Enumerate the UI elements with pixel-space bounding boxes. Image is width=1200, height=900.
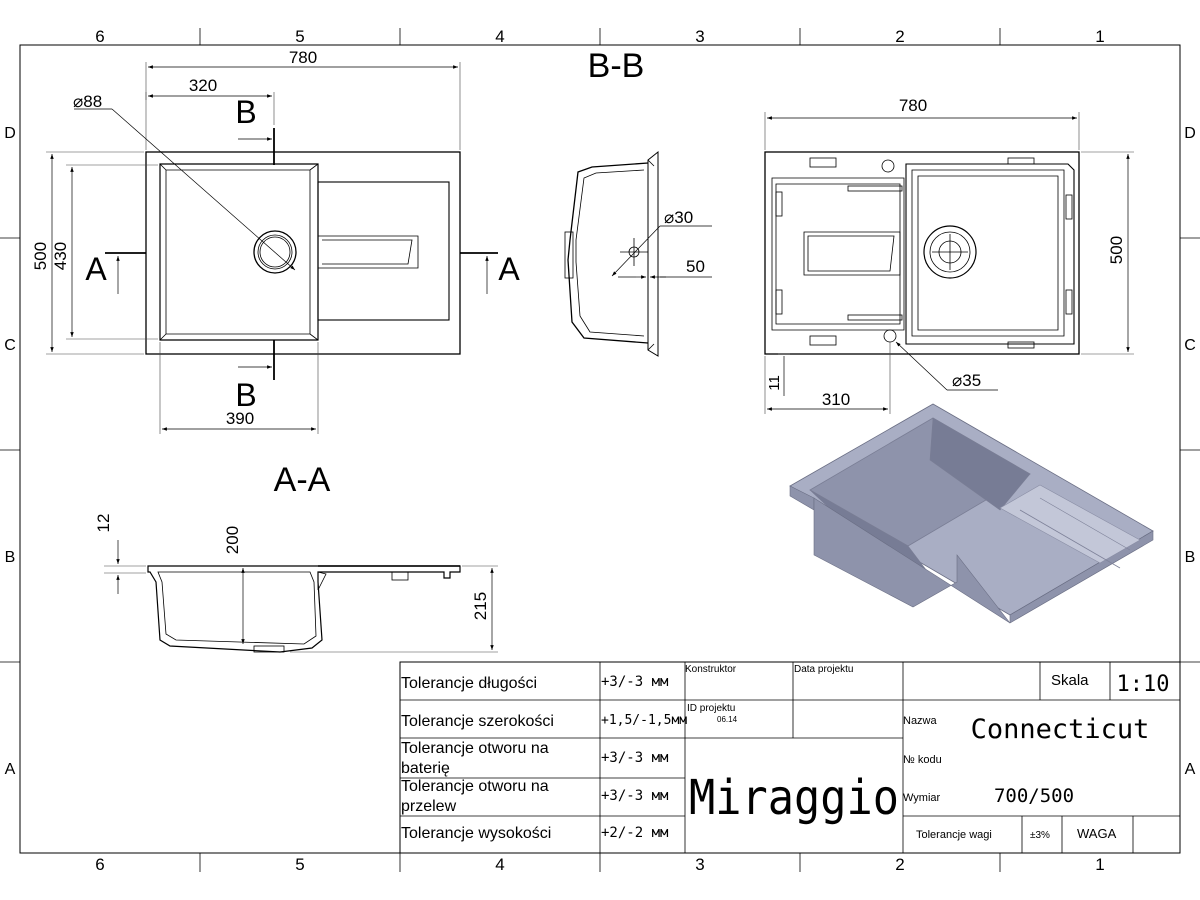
tolerance-value: +3/-3 мм [601, 750, 669, 766]
tolerance-label-cont: przelew [401, 798, 457, 815]
dim-top-width: 780 [289, 48, 317, 67]
section-label-aa: A-A [274, 461, 331, 499]
zone-col-label: 3 [695, 27, 704, 46]
tolerance-value: +3/-3 мм [601, 674, 669, 690]
zone-row-label: D [4, 125, 16, 142]
tolerance-label: Tolerancje otworu na [401, 778, 549, 795]
nazwa-label: Nazwa [903, 715, 938, 727]
zone-col-label: 6 [95, 855, 104, 874]
dim-bowl-height: 430 [51, 242, 70, 270]
tolerance-label: Tolerancje otworu na [401, 740, 549, 757]
dim-hole-dia: ⌀30 [664, 208, 693, 227]
zone-col-label: 3 [695, 855, 704, 874]
zone-row-label: C [4, 337, 16, 354]
bowl-profile [567, 162, 649, 344]
bowl-section-profile [147, 565, 461, 653]
zone-rows-left: D C B A [4, 125, 16, 778]
zone-columns-top: 6 5 4 3 2 1 [95, 27, 1104, 46]
tolerance-label: Tolerancje szerokości [401, 713, 554, 730]
dim-overflow-offset-y: 11 [766, 375, 783, 391]
zone-row-label: A [5, 761, 16, 778]
zone-col-label: 5 [295, 27, 304, 46]
drainer-area [317, 181, 450, 321]
section-bb: B-B ⌀30 50 [564, 47, 712, 357]
zone-col-label: 6 [95, 27, 104, 46]
dim-hole-offset: 50 [686, 257, 705, 276]
zone-columns-bottom: 6 5 4 3 2 1 [95, 855, 1104, 874]
brand-logo-text: Miraggio [689, 770, 899, 826]
zone-col-label: 4 [495, 27, 504, 46]
dim-rim: 12 [94, 514, 113, 533]
dim-total-height: 215 [471, 592, 490, 620]
id-projektu-label: ID projektu [687, 703, 735, 714]
zone-col-label: 1 [1095, 855, 1104, 874]
id-projektu-value: 06.14 [717, 715, 738, 724]
dim-drain-dia: ⌀88 [73, 92, 102, 111]
zone-col-label: 2 [895, 855, 904, 874]
section-aa: A-A 12 200 215 [94, 461, 498, 653]
wymiar-value: 700/500 [994, 785, 1074, 807]
tolerancje-wagi-label: Tolerancje wagi [916, 829, 992, 841]
dim-bottom-height: 500 [1107, 236, 1126, 264]
drain-bottom-circle [923, 225, 977, 279]
sink-bottom-outline [764, 151, 1080, 355]
dim-overflow-dia: ⌀35 [952, 371, 981, 390]
cut-label-a-left: A [85, 251, 107, 287]
dim-bottom-width: 780 [899, 96, 927, 115]
zone-col-label: 2 [895, 27, 904, 46]
tolerance-value: +3/-3 мм [601, 788, 669, 804]
cut-label-a-right: A [498, 251, 520, 287]
waga-label: WAGA [1077, 826, 1117, 841]
dim-bowl-offset: 320 [189, 76, 217, 95]
top-view: B B A A 780 320 ⌀88 500 430 390 [31, 48, 520, 434]
wymiar-label: Wymiar [903, 792, 941, 804]
section-label-bb: B-B [588, 47, 645, 85]
zone-col-label: 1 [1095, 27, 1104, 46]
zone-row-label: B [1185, 549, 1196, 566]
zone-row-label: D [1184, 125, 1196, 142]
title-block: Tolerancje długości +3/-3 мм Tolerancje … [399, 661, 1181, 854]
konstruktor-label: Konstruktor [685, 664, 737, 675]
tolerance-label-cont: baterię [401, 760, 450, 777]
dim-overflow-offset-x: 310 [822, 390, 850, 409]
cut-label-b-bottom: B [235, 377, 256, 413]
sink-3d-render [789, 403, 1154, 624]
bowl-outline [159, 163, 319, 341]
drain-circle [253, 230, 297, 274]
zone-row-label: B [5, 549, 16, 566]
dim-depth: 200 [223, 526, 242, 554]
tolerance-value: +1,5/-1,5мм [601, 713, 687, 728]
cut-label-b-top: B [235, 94, 256, 130]
skala-value: 1:10 [1117, 672, 1170, 697]
tolerance-value: +2/-2 мм [601, 825, 669, 841]
tolerance-label: Tolerancje długości [401, 675, 537, 692]
dim-outer-height: 500 [31, 242, 50, 270]
kodu-label: № kodu [903, 754, 942, 766]
data-projektu-label: Data projektu [794, 664, 853, 675]
dim-bowl-width: 390 [226, 409, 254, 428]
zone-rows-right: D C B A [1184, 125, 1196, 778]
tolerancje-wagi-value: ±3% [1030, 830, 1050, 841]
nazwa-value: Connecticut [971, 714, 1150, 745]
tolerance-label: Tolerancje wysokości [401, 825, 551, 842]
bottom-view: 780 500 310 11 ⌀35 [764, 96, 1134, 414]
zone-row-label: C [1184, 337, 1196, 354]
skala-label: Skala [1051, 672, 1089, 689]
zone-row-label: A [1185, 761, 1196, 778]
zone-col-label: 4 [495, 855, 504, 874]
zone-col-label: 5 [295, 855, 304, 874]
